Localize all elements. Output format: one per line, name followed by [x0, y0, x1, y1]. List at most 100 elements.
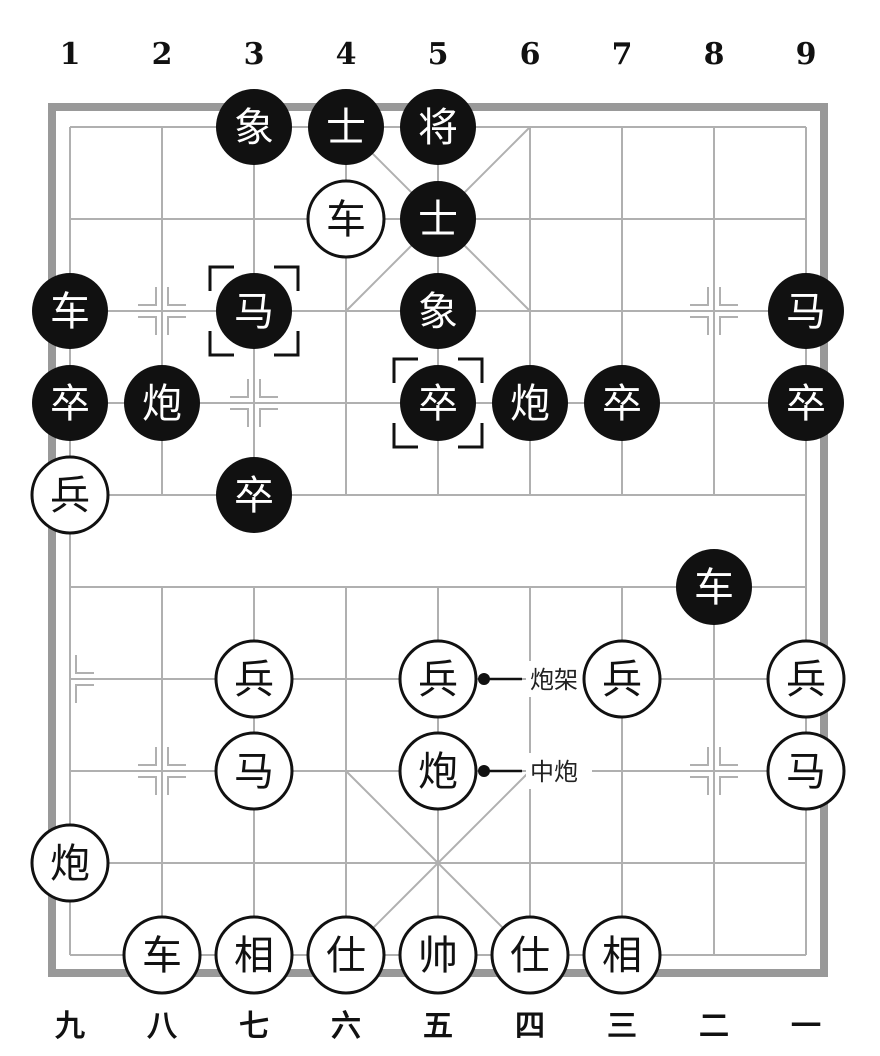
piece-label: 相	[234, 933, 274, 979]
piece-label: 卒	[786, 381, 826, 427]
piece-disc	[398, 639, 478, 719]
piece-disc	[306, 179, 386, 259]
piece-label: 车	[50, 289, 90, 335]
bottom-file-number: 二	[699, 1009, 729, 1044]
bottom-coordinates: 九八七六五四三二一	[55, 1009, 821, 1044]
bottom-file-number: 七	[239, 1009, 269, 1044]
position-marker	[167, 316, 186, 335]
piece-disc	[214, 915, 294, 995]
piece-disc	[766, 731, 846, 811]
highlight-frame	[274, 265, 300, 291]
red-piece: 车	[122, 915, 202, 995]
top-file-number: 1	[60, 37, 81, 72]
piece-label: 将	[418, 105, 458, 151]
piece-disc	[582, 915, 662, 995]
position-marker	[138, 287, 157, 306]
black-piece: 车	[32, 273, 108, 349]
black-piece: 马	[216, 273, 292, 349]
piece-label: 兵	[418, 657, 458, 703]
position-marker	[719, 776, 738, 795]
position-marker	[719, 287, 738, 306]
position-marker	[167, 776, 186, 795]
piece-label: 炮	[142, 381, 182, 427]
position-marker	[259, 408, 278, 427]
move-highlights	[208, 265, 484, 449]
piece-disc	[490, 915, 570, 995]
position-marker	[230, 379, 249, 398]
piece-disc	[214, 731, 294, 811]
piece-disc	[308, 89, 384, 165]
black-piece: 炮	[492, 365, 568, 441]
red-piece: 车	[306, 179, 386, 259]
piece-disc	[400, 365, 476, 441]
piece-label: 卒	[602, 381, 642, 427]
black-piece: 将	[400, 89, 476, 165]
red-piece: 兵	[398, 639, 478, 719]
position-marker	[167, 747, 186, 766]
piece-label: 马	[234, 289, 274, 335]
position-marker	[138, 316, 157, 335]
piece-disc	[766, 639, 846, 719]
piece-label: 兵	[234, 657, 274, 703]
position-marker	[690, 776, 709, 795]
highlight-frame	[274, 331, 300, 357]
bottom-file-number: 四	[515, 1009, 545, 1044]
red-piece: 兵	[766, 639, 846, 719]
piece-disc	[32, 273, 108, 349]
position-marker	[138, 747, 157, 766]
bottom-file-number: 一	[791, 1009, 821, 1044]
piece-disc	[768, 365, 844, 441]
piece-label: 兵	[602, 657, 642, 703]
piece-disc	[214, 639, 294, 719]
annotation-label: 中炮	[530, 758, 578, 786]
piece-label: 马	[786, 749, 826, 795]
bottom-file-number: 八	[147, 1009, 178, 1044]
piece-disc	[400, 89, 476, 165]
top-file-number: 2	[152, 37, 173, 72]
top-file-number: 3	[244, 37, 265, 72]
board-grid	[69, 126, 807, 956]
position-marker	[719, 316, 738, 335]
highlight-frame	[392, 423, 418, 449]
position-marker	[138, 776, 157, 795]
piece-disc	[122, 915, 202, 995]
piece-label: 卒	[234, 473, 274, 519]
top-file-number: 5	[428, 37, 449, 72]
annotation-label: 炮架	[530, 666, 578, 694]
piece-label: 车	[694, 565, 734, 611]
position-marker	[75, 684, 94, 703]
piece-disc	[584, 365, 660, 441]
black-piece: 卒	[32, 365, 108, 441]
red-piece: 仕	[490, 915, 570, 995]
highlight-frame	[458, 423, 484, 449]
piece-disc	[216, 273, 292, 349]
piece-label: 士	[418, 197, 458, 243]
highlight-frame	[208, 331, 234, 357]
position-marker	[230, 408, 249, 427]
piece-label: 兵	[786, 657, 826, 703]
annotation-bg	[526, 661, 592, 697]
piece-label: 仕	[326, 933, 366, 979]
red-piece: 相	[582, 915, 662, 995]
position-marker	[690, 747, 709, 766]
black-piece: 卒	[768, 365, 844, 441]
position-markers	[75, 287, 738, 795]
piece-label: 帅	[418, 933, 458, 979]
black-piece: 卒	[216, 457, 292, 533]
top-file-number: 9	[796, 37, 817, 72]
piece-label: 象	[418, 289, 458, 335]
piece-label: 卒	[50, 381, 90, 427]
piece-label: 马	[786, 289, 826, 335]
piece-label: 卒	[418, 381, 458, 427]
piece-label: 车	[142, 933, 182, 979]
piece-disc	[216, 457, 292, 533]
top-file-number: 6	[520, 37, 541, 72]
top-file-number: 8	[704, 37, 725, 72]
red-piece: 兵	[582, 639, 662, 719]
red-piece: 马	[766, 731, 846, 811]
bottom-file-number: 三	[607, 1009, 637, 1044]
position-marker	[719, 747, 738, 766]
piece-disc	[30, 455, 110, 535]
